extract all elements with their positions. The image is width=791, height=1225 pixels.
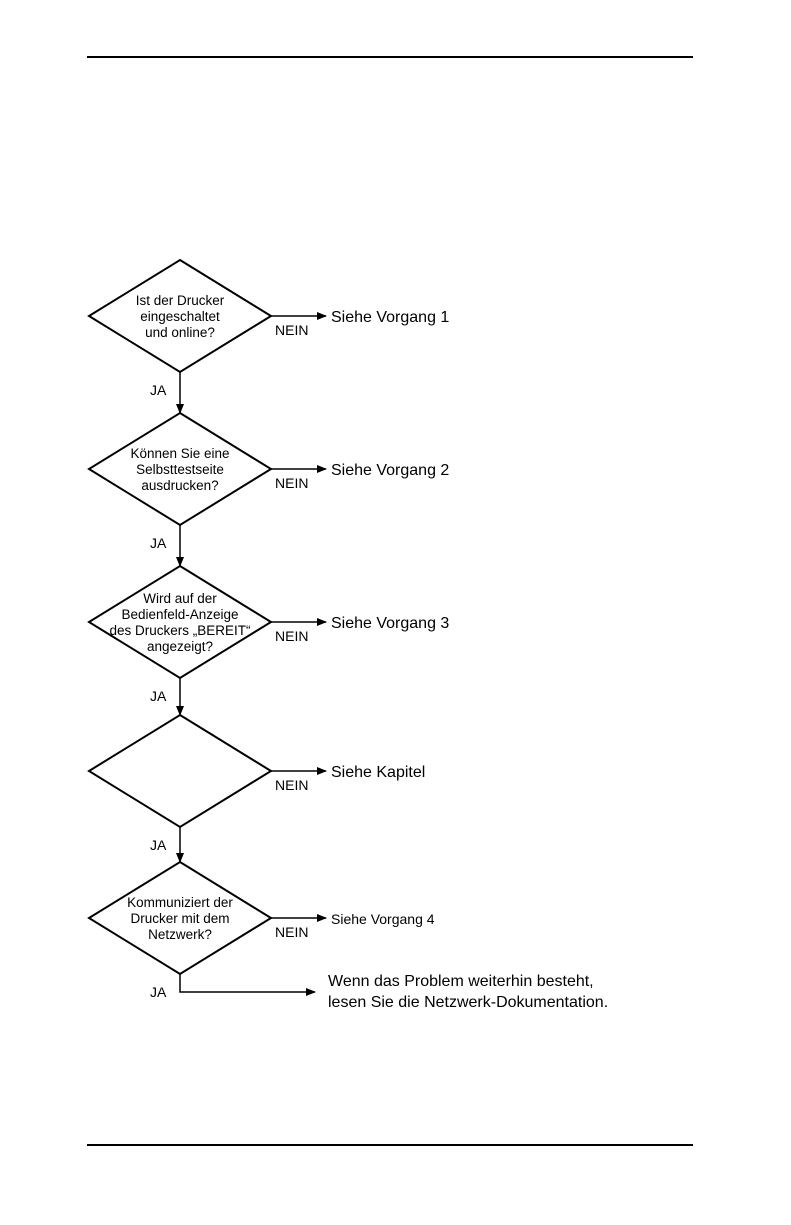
no-target-3: Siehe Vorgang 3 bbox=[331, 615, 449, 632]
decision-3-text-line-4: angezeigt? bbox=[147, 639, 213, 654]
decision-2-yes-label: JA bbox=[150, 535, 167, 551]
decision-4-diamond bbox=[87, 713, 273, 829]
decision-3-no-label: NEIN bbox=[275, 628, 308, 644]
decision-4-no-label: NEIN bbox=[275, 777, 308, 793]
no-target-4: Siehe Kapitel bbox=[331, 764, 425, 781]
decision-3-yes-label: JA bbox=[150, 688, 167, 704]
no-target-2: Siehe Vorgang 2 bbox=[331, 462, 449, 479]
final-yes-arrow bbox=[179, 974, 316, 996]
decision-2-text-line-2: Selbsttestseite bbox=[136, 462, 224, 477]
decision-3-text-line-2: Bedienfeld-Anzeige bbox=[121, 607, 238, 622]
decision-2-no-label: NEIN bbox=[275, 475, 308, 491]
decision-1-text-line-3: und online? bbox=[145, 325, 215, 340]
decision-1-no-label: NEIN bbox=[275, 322, 308, 338]
decision-5-text-line-3: Netzwerk? bbox=[148, 927, 212, 942]
decision-3-text-line-3: des Druckers „BEREIT“ bbox=[109, 623, 250, 638]
decision-2-text-line-1: Können Sie eine bbox=[130, 446, 229, 461]
decision-5-yes-label: JA bbox=[150, 984, 167, 1000]
decision-3-diamond bbox=[87, 564, 273, 680]
decision-1-text-line-2: eingeschaltet bbox=[140, 309, 220, 324]
final-text-line-1: Wenn das Problem weiterhin besteht, bbox=[328, 973, 594, 990]
decision-1-text-line-1: Ist der Drucker bbox=[136, 293, 225, 308]
decision-4-yes-label: JA bbox=[150, 837, 167, 853]
decision-1-yes-label: JA bbox=[150, 382, 167, 398]
decision-5-text-line-2: Drucker mit dem bbox=[130, 911, 229, 926]
decision-5-text-line-1: Kommuniziert der bbox=[127, 895, 233, 910]
no-target-1: Siehe Vorgang 1 bbox=[331, 309, 449, 326]
decision-3-text-line-1: Wird auf der bbox=[143, 591, 217, 606]
final-text-line-2: lesen Sie die Netzwerk-Dokumentation. bbox=[328, 994, 608, 1011]
decision-2-text-line-3: ausdrucken? bbox=[141, 478, 218, 493]
top-rule bbox=[87, 56, 693, 58]
no-target-5: Siehe Vorgang 4 bbox=[331, 911, 435, 927]
bottom-rule bbox=[87, 1144, 693, 1146]
decision-5-no-label: NEIN bbox=[275, 924, 308, 940]
